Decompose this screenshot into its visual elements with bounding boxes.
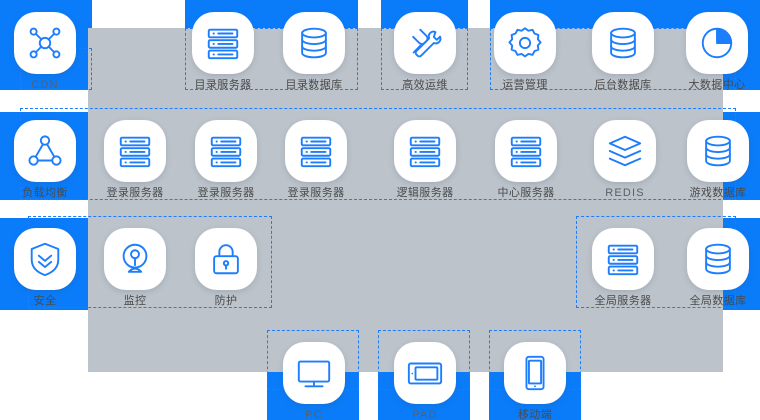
node-login-server-2[interactable]: 登录服务器 xyxy=(189,120,263,200)
node-label-ops-management: 运营管理 xyxy=(502,79,548,91)
node-redis[interactable]: REDIS xyxy=(588,120,662,200)
tablet-icon xyxy=(394,342,456,404)
node-label-logic-server: 逻辑服务器 xyxy=(396,187,454,199)
node-label-center-server: 中心服务器 xyxy=(497,187,555,199)
node-label-mobile: 移动端 xyxy=(517,409,553,420)
node-label-directory-server: 目录服务器 xyxy=(194,79,252,91)
node-mobile[interactable]: 移动端 xyxy=(498,342,572,420)
node-bigdata-center[interactable]: 大数据中心 xyxy=(680,12,754,92)
camera-monitor-icon xyxy=(104,228,166,290)
node-global-db[interactable]: 全局数据库 xyxy=(681,228,755,308)
desktop-monitor-icon xyxy=(283,342,345,404)
node-label-game-db: 游戏数据库 xyxy=(689,187,747,199)
frame-directory xyxy=(185,28,358,90)
database-icon xyxy=(283,12,345,74)
node-protection[interactable]: 防护 xyxy=(189,228,263,308)
node-security[interactable]: 安全 xyxy=(8,228,82,308)
node-label-cdn: CDN xyxy=(31,79,59,91)
node-directory-db[interactable]: 目录数据库 xyxy=(277,12,351,92)
server-rack-icon xyxy=(285,120,347,182)
server-rack-icon xyxy=(104,120,166,182)
node-cdn[interactable]: CDN xyxy=(8,12,82,92)
node-label-global-db: 全局数据库 xyxy=(689,295,747,307)
node-label-backend-db: 后台数据库 xyxy=(594,79,652,91)
node-label-login-server-2: 登录服务器 xyxy=(197,187,255,199)
node-label-login-server-3: 登录服务器 xyxy=(287,187,345,199)
server-rack-icon xyxy=(394,120,456,182)
node-label-protection: 防护 xyxy=(214,295,238,307)
node-load-balancer[interactable]: 负载均衡 xyxy=(8,120,82,200)
server-rack-icon xyxy=(192,12,254,74)
node-label-bigdata-center: 大数据中心 xyxy=(688,79,746,91)
node-ops-management[interactable]: 运营管理 xyxy=(488,12,562,92)
central-gray-panel xyxy=(88,28,723,372)
server-rack-icon xyxy=(592,228,654,290)
server-rack-icon xyxy=(195,120,257,182)
node-label-login-server-1: 登录服务器 xyxy=(106,187,164,199)
node-label-global-server: 全局服务器 xyxy=(594,295,652,307)
node-login-server-3[interactable]: 登录服务器 xyxy=(279,120,353,200)
node-monitoring[interactable]: 监控 xyxy=(98,228,172,308)
node-center-server[interactable]: 中心服务器 xyxy=(489,120,563,200)
node-label-monitoring: 监控 xyxy=(123,295,147,307)
node-backend-db[interactable]: 后台数据库 xyxy=(586,12,660,92)
gear-icon xyxy=(494,12,556,74)
database-icon xyxy=(687,120,749,182)
node-game-db[interactable]: 游戏数据库 xyxy=(681,120,755,200)
node-label-redis: REDIS xyxy=(605,187,645,199)
node-label-security: 安全 xyxy=(33,295,57,307)
lock-icon xyxy=(195,228,257,290)
server-rack-icon xyxy=(495,120,557,182)
node-directory-server[interactable]: 目录服务器 xyxy=(186,12,260,92)
node-label-load-balancer: 负载均衡 xyxy=(22,187,68,199)
node-logic-server[interactable]: 逻辑服务器 xyxy=(388,120,462,200)
load-balance-icon xyxy=(14,120,76,182)
smartphone-icon xyxy=(504,342,566,404)
node-login-server-1[interactable]: 登录服务器 xyxy=(98,120,172,200)
layers-stack-icon xyxy=(594,120,656,182)
node-label-efficient-ops: 高效运维 xyxy=(402,79,448,91)
node-pad[interactable]: PAD xyxy=(388,342,462,420)
node-label-directory-db: 目录数据库 xyxy=(285,79,343,91)
cdn-network-icon xyxy=(14,12,76,74)
database-icon xyxy=(687,228,749,290)
node-efficient-ops[interactable]: 高效运维 xyxy=(388,12,462,92)
node-global-server[interactable]: 全局服务器 xyxy=(586,228,660,308)
node-pc[interactable]: PC xyxy=(277,342,351,420)
database-icon xyxy=(592,12,654,74)
shield-icon xyxy=(14,228,76,290)
wrench-tools-icon xyxy=(394,12,456,74)
pie-chart-icon xyxy=(686,12,748,74)
node-label-pad: PAD xyxy=(412,409,438,420)
node-label-pc: PC xyxy=(305,409,323,420)
